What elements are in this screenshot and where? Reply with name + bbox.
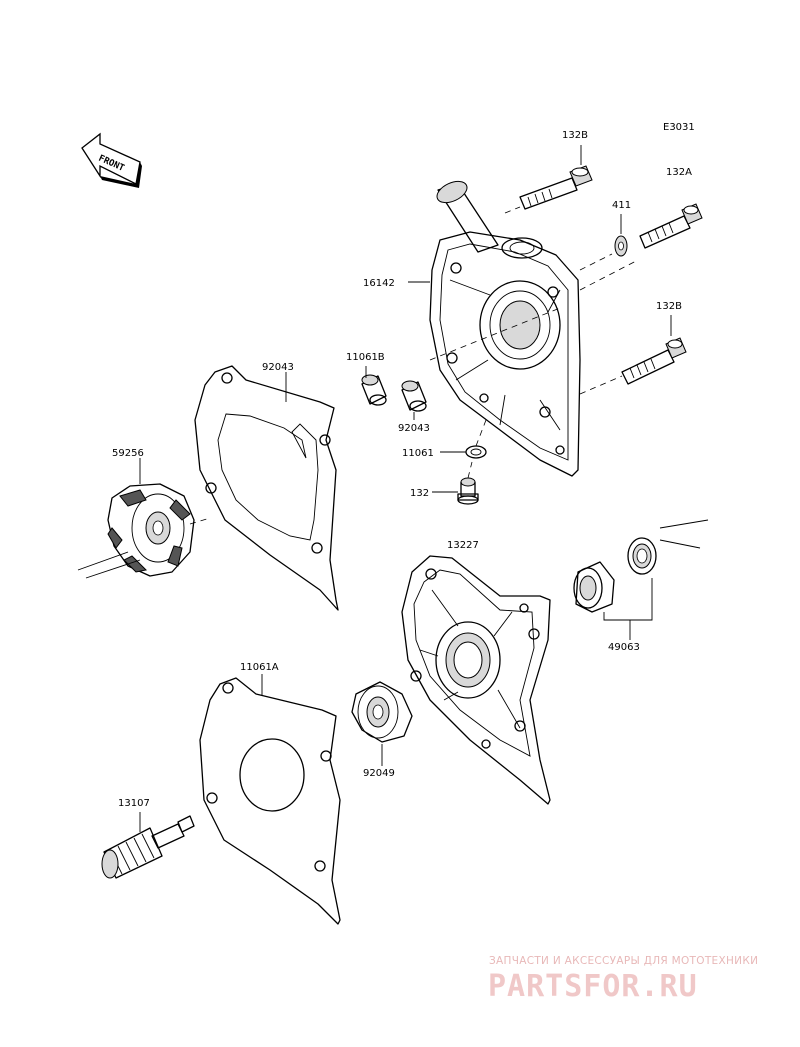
label-92043-a: 11061B bbox=[346, 352, 385, 363]
dowel-pin-92043-a bbox=[361, 374, 387, 406]
bolt-132b-mid bbox=[621, 337, 687, 385]
pump-housing-13227 bbox=[401, 555, 551, 805]
label-132b-top: 132B bbox=[562, 130, 588, 141]
label-92043-b: 92043 bbox=[398, 423, 430, 434]
label-132: 132 bbox=[410, 488, 429, 499]
diagram-code: E3031 bbox=[663, 122, 695, 133]
label-11061a: 11061A bbox=[240, 662, 279, 673]
watermark-subtitle: ЗАПЧАСТИ И АКСЕССУАРЫ ДЛЯ МОТОТЕХНИКИ bbox=[489, 955, 758, 967]
label-49063: 49063 bbox=[608, 642, 640, 653]
bolt-132a bbox=[639, 203, 703, 249]
watermark-logo: ЗАПЧАСТИ И АКСЕССУАРЫ ДЛЯ МОТОТЕХНИКИ PA… bbox=[488, 955, 758, 1004]
label-13107: 13107 bbox=[118, 798, 150, 809]
pump-cover-16142 bbox=[429, 180, 581, 477]
impeller-59256 bbox=[107, 483, 195, 577]
label-132a: 132A bbox=[666, 167, 692, 178]
dowel-pin-92043-b bbox=[401, 380, 427, 412]
label-13227: 13227 bbox=[447, 540, 479, 551]
gasket-11061b bbox=[194, 365, 339, 611]
washer-411 bbox=[614, 235, 628, 257]
label-11061b: 92043 bbox=[262, 362, 294, 373]
label-11061: 11061 bbox=[402, 448, 434, 459]
bolt-132b-top bbox=[504, 165, 593, 214]
watermark-brand: PARTSFOR.RU bbox=[488, 969, 698, 1004]
bolt-132 bbox=[457, 477, 479, 505]
gasket-11061 bbox=[465, 445, 487, 459]
shaft-13107 bbox=[101, 815, 195, 879]
gasket-11061a bbox=[199, 677, 341, 925]
front-arrow-icon: FRONT bbox=[81, 132, 142, 188]
label-132b-mid: 132B bbox=[656, 301, 682, 312]
seal-49063 bbox=[573, 537, 657, 613]
label-16142: 16142 bbox=[363, 278, 395, 289]
label-59256: 59256 bbox=[112, 448, 144, 459]
label-411: 411 bbox=[612, 200, 631, 211]
label-92049: 92049 bbox=[363, 768, 395, 779]
oil-seal-92049 bbox=[351, 681, 413, 743]
